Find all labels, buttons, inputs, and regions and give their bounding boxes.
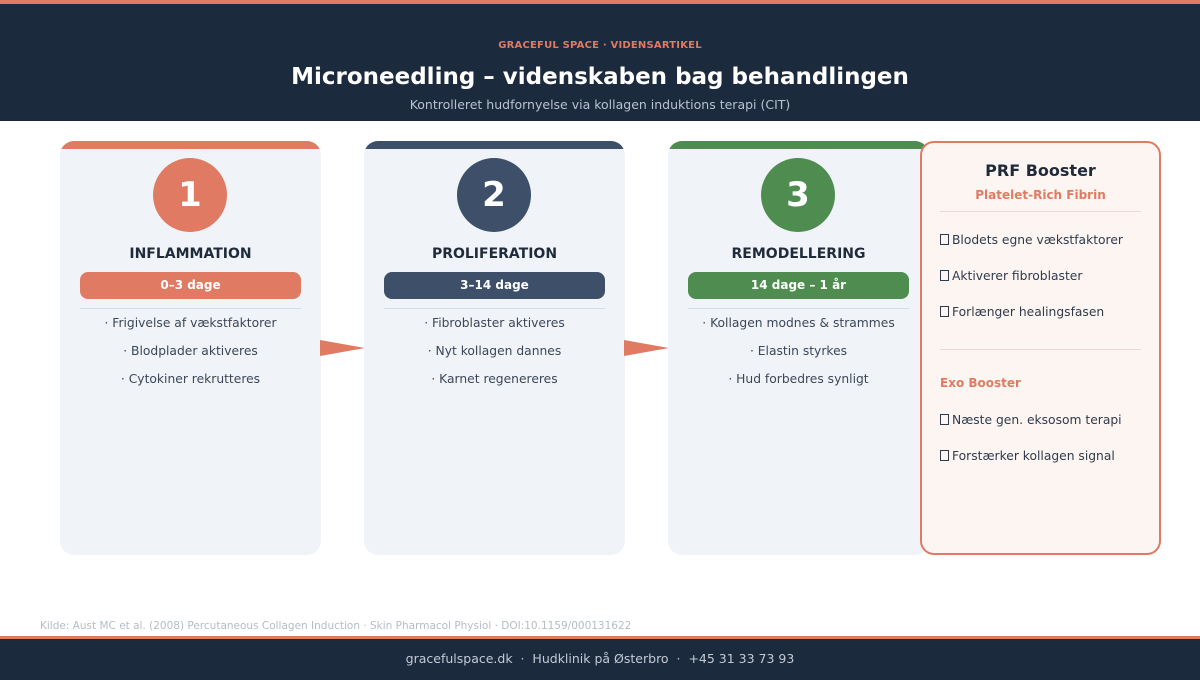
list-item: Aktiverer fibroblaster	[940, 268, 1123, 304]
page-subtitle: Kontrolleret hudfornyelse via kollagen i…	[409, 97, 791, 112]
phase-duration-badge: 14 dage – 1 år	[688, 272, 909, 299]
list-item-label: Forlænger healingsfasen	[952, 305, 1105, 319]
booster-title: PRF Booster	[985, 161, 1096, 180]
header-banner: GRACEFUL SPACE · VIDENSARTIKEL Microneed…	[0, 0, 1200, 121]
checkbox-icon	[940, 306, 949, 317]
list-item-label: Forstærker kollagen signal	[952, 449, 1115, 463]
page-title: Microneedling – videnskaben bag behandli…	[291, 64, 909, 90]
list-item: · Cytokiner rekrutteres	[120, 372, 261, 386]
list-item: Forstærker kollagen signal	[940, 448, 1122, 484]
arrow-right-icon	[320, 340, 365, 356]
phase-item-list: · Frigivelse af vækstfaktorer · Blodplad…	[60, 315, 321, 399]
phase-number-circle: 2	[457, 158, 531, 232]
phase-color-bar	[60, 141, 321, 149]
phase-item-list: · Fibroblaster aktiveres · Nyt kollagen …	[364, 315, 625, 399]
prf-item-list: Blodets egne vækstfaktorer Aktiverer fib…	[940, 232, 1123, 340]
list-item: · Kollagen modnes & strammes	[702, 316, 895, 330]
source-citation: Kilde: Aust MC et al. (2008) Percutaneou…	[40, 620, 632, 632]
list-item: · Fibroblaster aktiveres	[424, 316, 565, 330]
list-item: Forlænger healingsfasen	[940, 304, 1123, 340]
exo-booster-title: Exo Booster	[940, 376, 1021, 390]
booster-panel: PRF Booster Platelet-Rich Fibrin Blodets…	[920, 141, 1161, 555]
phase-duration-badge: 3–14 dage	[384, 272, 605, 299]
checkbox-icon	[940, 414, 949, 425]
phase-title: PROLIFERATION	[431, 246, 558, 262]
footer-bar: gracefulspace.dk · Hudklinik på Østerbro…	[0, 636, 1200, 680]
list-item: · Blodplader aktiveres	[123, 344, 258, 358]
list-item: · Nyt kollagen dannes	[427, 344, 562, 358]
checkbox-icon	[940, 450, 949, 461]
list-item-label: Blodets egne vækstfaktorer	[952, 233, 1123, 247]
divider	[384, 308, 605, 309]
phase-number-circle: 1	[153, 158, 227, 232]
phase-color-bar	[668, 141, 929, 149]
list-item-label: Næste gen. eksosom terapi	[952, 413, 1122, 427]
eyebrow-label: GRACEFUL SPACE · VIDENSARTIKEL	[498, 40, 702, 51]
phase-number-circle: 3	[761, 158, 835, 232]
phase-item-list: · Kollagen modnes & strammes · Elastin s…	[668, 315, 929, 399]
divider	[940, 211, 1141, 212]
footer-contact: gracefulspace.dk · Hudklinik på Østerbro…	[405, 651, 795, 666]
list-item: Blodets egne vækstfaktorer	[940, 232, 1123, 268]
phase-title: REMODELLERING	[731, 246, 866, 262]
list-item: Næste gen. eksosom terapi	[940, 412, 1122, 448]
phase-card-inflammation: 1 INFLAMMATION 0–3 dage · Frigivelse af …	[60, 141, 321, 555]
exo-item-list: Næste gen. eksosom terapi Forstærker kol…	[940, 412, 1122, 484]
phase-color-bar	[364, 141, 625, 149]
checkbox-icon	[940, 270, 949, 281]
divider	[940, 349, 1141, 350]
list-item: · Elastin styrkes	[749, 344, 848, 358]
phase-card-remodellering: 3 REMODELLERING 14 dage – 1 år · Kollage…	[668, 141, 929, 555]
divider	[80, 308, 301, 309]
list-item: · Hud forbedres synligt	[728, 372, 869, 386]
list-item: · Frigivelse af vækstfaktorer	[104, 316, 277, 330]
phase-card-proliferation: 2 PROLIFERATION 3–14 dage · Fibroblaster…	[364, 141, 625, 555]
booster-subtitle: Platelet-Rich Fibrin	[975, 188, 1106, 202]
phase-duration-badge: 0–3 dage	[80, 272, 301, 299]
arrow-right-icon	[624, 340, 669, 356]
phase-title: INFLAMMATION	[129, 246, 252, 262]
divider	[688, 308, 909, 309]
checkbox-icon	[940, 234, 949, 245]
list-item: · Karnet regenereres	[431, 372, 558, 386]
list-item-label: Aktiverer fibroblaster	[952, 269, 1083, 283]
